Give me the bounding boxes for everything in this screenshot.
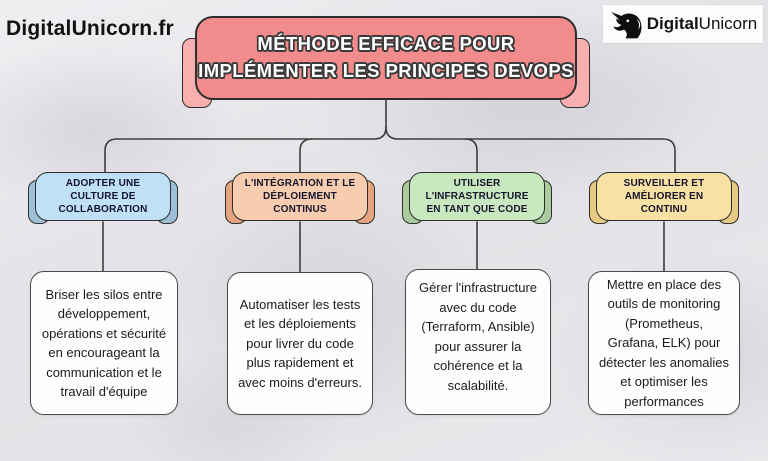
- branch-header-label: SURVEILLER ET AMÉLIORER EN CONTINU: [623, 177, 705, 216]
- branch-header-label: UTILISER L'INFRASTRUCTURE EN TANT QUE CO…: [425, 177, 529, 216]
- branch-header-collaboration: ADOPTER UNE CULTURE DE COLLABORATION: [28, 172, 178, 227]
- brand-word-bold: Digital: [646, 14, 699, 33]
- title-line-1: MÉTHODE EFFICACE POUR: [257, 33, 515, 55]
- brand-wordmark: DigitalUnicorn: [647, 14, 758, 34]
- brand-word-light: Unicorn: [698, 14, 758, 33]
- title-box: MÉTHODE EFFICACE POUR IMPLÉMENTER LES PR…: [195, 16, 577, 100]
- description-text: Mettre en place des outils de monitoring…: [598, 276, 730, 409]
- description-card-iac: Gérer l'infrastructure avec du code (Ter…: [405, 269, 551, 415]
- unicorn-logo-icon: [609, 8, 645, 40]
- brand-plate: DigitalUnicorn: [603, 5, 763, 43]
- branch-header-label: ADOPTER UNE CULTURE DE COLLABORATION: [58, 177, 148, 216]
- description-card-ci-cd: Automatiser les tests et les déploiement…: [227, 272, 373, 415]
- title-banner: MÉTHODE EFFICACE POUR IMPLÉMENTER LES PR…: [182, 16, 590, 108]
- branch-header-ci-cd: L'INTÉGRATION ET LE DÉPLOIEMENT CONTINUS: [225, 172, 375, 227]
- description-text: Briser les silos entre développement, op…: [41, 286, 167, 400]
- description-text: Gérer l'infrastructure avec du code (Ter…: [418, 280, 538, 393]
- branch-header-label: L'INTÉGRATION ET LE DÉPLOIEMENT CONTINUS: [244, 177, 356, 216]
- description-text: Automatiser les tests et les déploiement…: [238, 296, 362, 390]
- title-line-2: IMPLÉMENTER LES PRINCIPES DEVOPS: [198, 60, 574, 81]
- site-label: DigitalUnicorn.fr: [6, 17, 174, 40]
- description-card-collaboration: Briser les silos entre développement, op…: [30, 271, 178, 415]
- branch-header-iac: UTILISER L'INFRASTRUCTURE EN TANT QUE CO…: [402, 172, 552, 227]
- description-card-monitoring: Mettre en place des outils de monitoring…: [588, 271, 740, 415]
- branch-header-monitoring: SURVEILLER ET AMÉLIORER EN CONTINU: [589, 172, 739, 227]
